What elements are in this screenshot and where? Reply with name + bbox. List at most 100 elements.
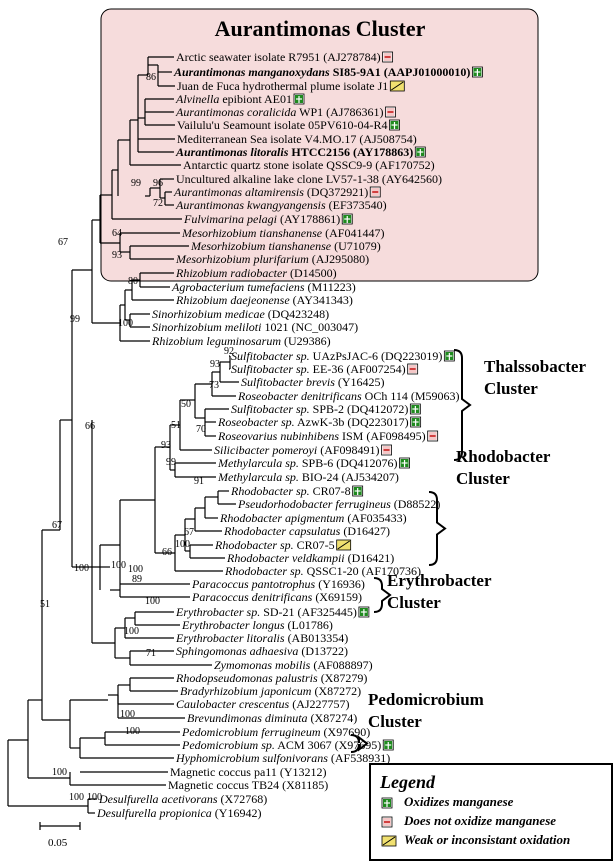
taxon-label: Magnetic coccus TB24 (X81185) xyxy=(168,778,328,792)
bootstrap-value: 100 xyxy=(69,792,84,803)
taxon-label: Desulfurella acetivorans (X72768) xyxy=(98,792,267,806)
taxon-label: Sinorhizobium medicae (DQ423248) xyxy=(152,307,329,321)
non-oxidizer-icon xyxy=(381,816,393,828)
oxidizes-icon xyxy=(358,606,370,618)
taxon-label: Paracoccus denitrificans (X69159) xyxy=(191,590,362,604)
non-oxidizer-icon xyxy=(385,106,396,118)
legend-title: Legend xyxy=(379,772,436,792)
taxon-label: Sulfitobacter sp. EE-36 (AF007254) xyxy=(231,362,406,376)
taxon-label: Fulvimarina pelagi (AY178861) xyxy=(183,212,340,226)
bootstrap-value: 86 xyxy=(146,72,156,83)
oxidizes-icon xyxy=(389,119,400,131)
taxon-label: Sphingomonas adhaesiva (D13722) xyxy=(176,644,348,658)
taxon-label: Agrobacterium tumefaciens (M11223) xyxy=(171,280,356,294)
taxon-label: Mesorhizobium plurifarium (AJ295080) xyxy=(175,252,369,266)
taxon-label: Bradyrhizobium japonicum (X87272) xyxy=(180,684,361,698)
cluster-label: Cluster xyxy=(387,593,441,612)
non-oxidizer-icon xyxy=(369,186,381,198)
bootstrap-value: 67 xyxy=(184,527,194,538)
bootstrap-value: 93 xyxy=(161,440,171,451)
taxon-label: Rhodobacter capsulatus (D16427) xyxy=(223,524,390,538)
taxon-label: Rhodobacter sp. CR07-5 xyxy=(214,538,335,552)
bootstrap-value: 100 xyxy=(74,563,89,574)
bootstrap-value: 51 xyxy=(40,599,50,610)
bootstrap-value: 72 xyxy=(153,198,163,209)
taxon-label: Paracoccus pantotrophus (Y16936) xyxy=(191,577,365,591)
taxon-label: Sulfitobacter sp. UAzPsJAC-6 (DQ223019) xyxy=(231,349,442,363)
oxidizes-icon xyxy=(381,797,393,809)
bootstrap-value: 71 xyxy=(146,648,156,659)
weak-oxidation-icon xyxy=(389,80,405,92)
bootstrap-value: 67 xyxy=(52,520,62,531)
taxon-label: Brevundimonas diminuta (X87274) xyxy=(187,711,357,725)
bootstrap-value: 100 xyxy=(111,560,126,571)
taxon-label: Pedomicrobium sp. ACM 3067 (X97695) xyxy=(181,738,381,752)
oxidizes-icon xyxy=(409,403,421,415)
cluster-label: Pedomicrobium xyxy=(368,690,484,709)
taxon-label: Mesorhizobium tianshanense (U71079) xyxy=(190,239,381,253)
taxon-label: Zymomonas mobilis (AF088897) xyxy=(214,658,373,672)
oxidizes-icon xyxy=(399,457,410,469)
scale-label: 0.05 xyxy=(48,837,68,849)
cluster-label: Cluster xyxy=(456,469,510,488)
oxidizes-icon xyxy=(414,146,426,158)
bootstrap-value: 100 xyxy=(124,626,139,637)
bootstrap-value: 91 xyxy=(194,476,204,487)
taxon-label: Hyphomicrobium sulfonivorans (AF538931) xyxy=(175,751,390,765)
taxon-label: Methylarcula sp. SPB-6 (DQ412076) xyxy=(217,456,398,470)
oxidizes-icon xyxy=(293,93,305,105)
taxon-label: Erythrobacter sp. SD-21 (AF325445) xyxy=(175,605,357,619)
taxon-label: Rhizobium radiobacter (D14500) xyxy=(175,266,337,280)
non-oxidizer-icon xyxy=(407,363,419,375)
legend-item: Weak or inconsistant oxidation xyxy=(404,832,570,847)
bootstrap-value: 50 xyxy=(181,399,191,410)
taxon-label: Caulobacter crescentus (AJ227757) xyxy=(176,697,350,711)
taxon-label: Sinorhizobium meliloti 1021 (NC_003047) xyxy=(152,320,358,334)
taxon-label: Juan de Fuca hydrothermal plume isolate … xyxy=(177,79,388,93)
taxon-label: Desulfurella propionica (Y16942) xyxy=(96,806,261,820)
taxon-label: Sulfitobacter sp. SPB-2 (DQ412072) xyxy=(231,402,408,416)
oxidizes-icon xyxy=(382,739,394,751)
taxon-label: Rhizobium leguminosarum (U29386) xyxy=(151,334,331,348)
non-oxidizer-icon xyxy=(381,444,392,456)
taxon-label: Pseudorhodobacter ferrugineus (D88522) xyxy=(237,497,440,511)
oxidizes-icon xyxy=(410,416,422,428)
bootstrap-value: 93 xyxy=(210,359,220,370)
taxon-label: Roseobacter sp. AzwK-3b (DQ223017) xyxy=(217,415,409,429)
bootstrap-value: 66 xyxy=(162,547,172,558)
bootstrap-value: 80 xyxy=(128,276,138,287)
taxon-label: Sulfitobacter brevis (Y16425) xyxy=(241,375,385,389)
bootstrap-value: 100 xyxy=(125,726,140,737)
non-oxidizer-icon xyxy=(382,51,394,63)
cluster-label: Cluster xyxy=(484,379,538,398)
taxon-label: Uncultured alkaline lake clone LV57-1-38… xyxy=(176,172,442,186)
bootstrap-value: 73 xyxy=(209,380,219,391)
bootstrap-value: 70 xyxy=(196,424,206,435)
weak-oxidation-icon xyxy=(336,539,352,551)
taxon-label: Rhodopseudomonas palustris (X87279) xyxy=(175,671,367,685)
bootstrap-value: 100 xyxy=(118,318,133,329)
taxon-label: Magnetic coccus pa11 (Y13212) xyxy=(170,765,327,779)
taxon-label: Aurantimonas altamirensis (DQ372921) xyxy=(173,185,368,199)
taxon-label: Pedomicrobium ferrugineum (X97690) xyxy=(181,725,370,739)
legend-item: Oxidizes manganese xyxy=(404,794,514,809)
taxon-label: Rhodobacter sp. QSSC1-20 (AF170736) xyxy=(224,564,421,578)
bootstrap-value: 100 xyxy=(120,709,135,720)
bootstrap-value: 100 xyxy=(128,564,143,575)
taxon-label: Rhizobium daejeonense (AY341343) xyxy=(175,293,353,307)
bootstrap-value: 99 xyxy=(131,178,141,189)
oxidizes-icon xyxy=(471,66,483,78)
bootstrap-value: 100 xyxy=(175,539,190,550)
bootstrap-value: 99 xyxy=(70,314,80,325)
taxon-label: Arctic seawater isolate R7951 (AJ278784) xyxy=(176,50,381,64)
bootstrap-value: 89 xyxy=(132,574,142,585)
taxon-label: Rhodobacter apigmentum (AF035433) xyxy=(219,511,407,525)
weak-oxidation-icon xyxy=(381,835,397,847)
